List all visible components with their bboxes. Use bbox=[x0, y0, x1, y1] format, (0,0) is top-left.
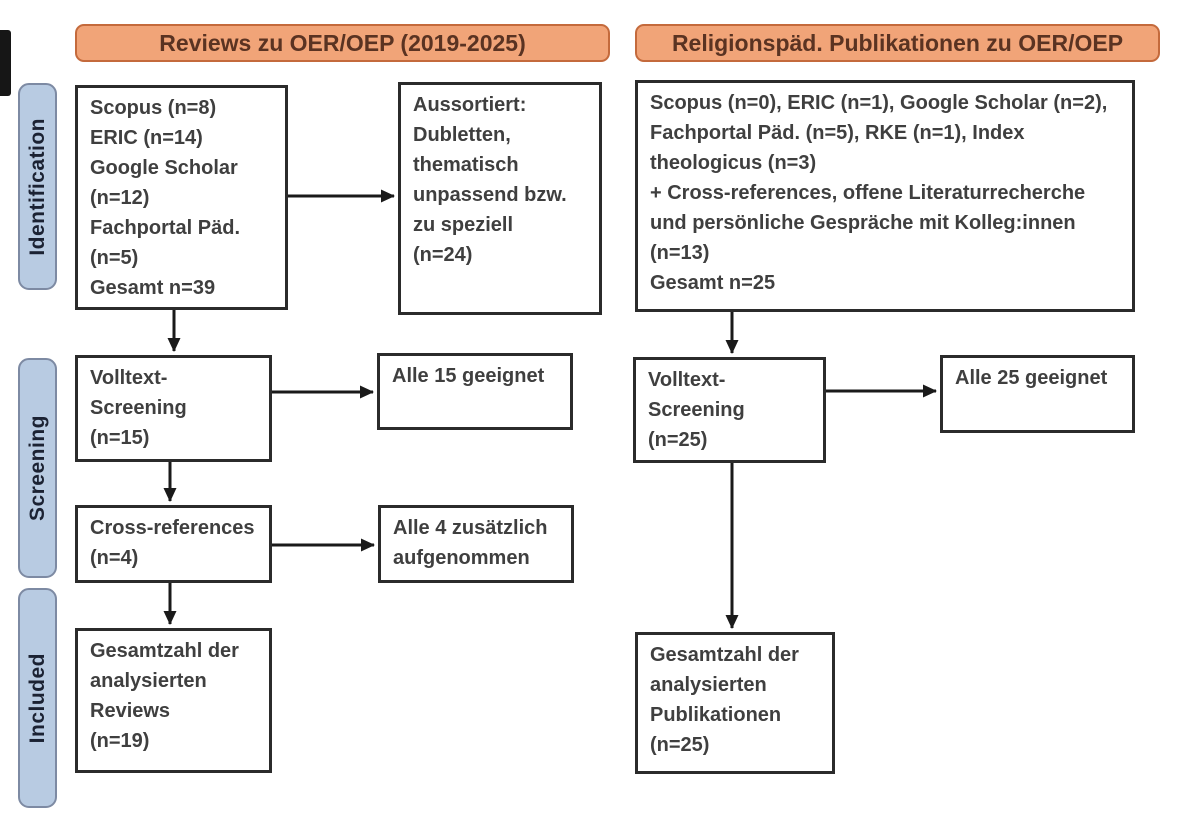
box-publications-fulltext-screening-text: Volltext- Screening (n=25) bbox=[648, 369, 745, 451]
box-reviews-sources: Scopus (n=8) ERIC (n=14) Google Scholar … bbox=[75, 85, 288, 310]
stage-label-identification: Identification bbox=[18, 83, 57, 290]
column-header-reviews: Reviews zu OER/OEP (2019-2025) bbox=[75, 24, 610, 62]
column-header-reviews-label: Reviews zu OER/OEP (2019-2025) bbox=[159, 29, 526, 56]
box-reviews-crossreferences: Cross-references (n=4) bbox=[75, 505, 272, 583]
box-reviews-crossref-added: Alle 4 zusätzlich aufgenommen bbox=[378, 505, 574, 583]
box-reviews-crossreferences-text: Cross-references (n=4) bbox=[90, 517, 255, 569]
box-publications-total-included: Gesamtzahl der analysierten Publikatione… bbox=[635, 632, 835, 774]
box-reviews-eligible-text: Alle 15 geeignet bbox=[392, 365, 545, 387]
box-publications-sources-text: Scopus (n=0), ERIC (n=1), Google Scholar… bbox=[650, 92, 1108, 294]
box-reviews-eligible: Alle 15 geeignet bbox=[377, 353, 573, 430]
stage-label-included-text: Included bbox=[25, 652, 49, 744]
stage-label-screening-text: Screening bbox=[25, 414, 49, 522]
box-publications-fulltext-screening: Volltext- Screening (n=25) bbox=[633, 357, 826, 463]
box-reviews-fulltext-screening: Volltext- Screening (n=15) bbox=[75, 355, 272, 462]
box-publications-sources: Scopus (n=0), ERIC (n=1), Google Scholar… bbox=[635, 80, 1135, 312]
stage-label-identification-text: Identification bbox=[25, 117, 49, 256]
scan-artifact bbox=[0, 30, 11, 96]
box-publications-total-included-text: Gesamtzahl der analysierten Publikatione… bbox=[650, 644, 799, 756]
box-publications-eligible-text: Alle 25 geeignet bbox=[955, 367, 1108, 389]
box-reviews-fulltext-screening-text: Volltext- Screening (n=15) bbox=[90, 367, 187, 449]
box-reviews-total-included: Gesamtzahl der analysierten Reviews (n=1… bbox=[75, 628, 272, 773]
column-header-religionspaed-label: Religionspäd. Publikationen zu OER/OEP bbox=[671, 29, 1124, 56]
box-reviews-excluded-text: Aussortiert: Dubletten, thematisch unpas… bbox=[413, 94, 567, 266]
column-header-religionspaed: Religionspäd. Publikationen zu OER/OEP bbox=[635, 24, 1160, 62]
stage-label-included: Included bbox=[18, 588, 57, 808]
stage-label-screening: Screening bbox=[18, 358, 57, 578]
box-reviews-sources-text: Scopus (n=8) ERIC (n=14) Google Scholar … bbox=[90, 97, 241, 299]
box-reviews-crossref-added-text: Alle 4 zusätzlich aufgenommen bbox=[393, 517, 548, 569]
box-reviews-excluded: Aussortiert: Dubletten, thematisch unpas… bbox=[398, 82, 602, 315]
box-publications-eligible: Alle 25 geeignet bbox=[940, 355, 1135, 433]
box-reviews-total-included-text: Gesamtzahl der analysierten Reviews (n=1… bbox=[90, 640, 239, 752]
